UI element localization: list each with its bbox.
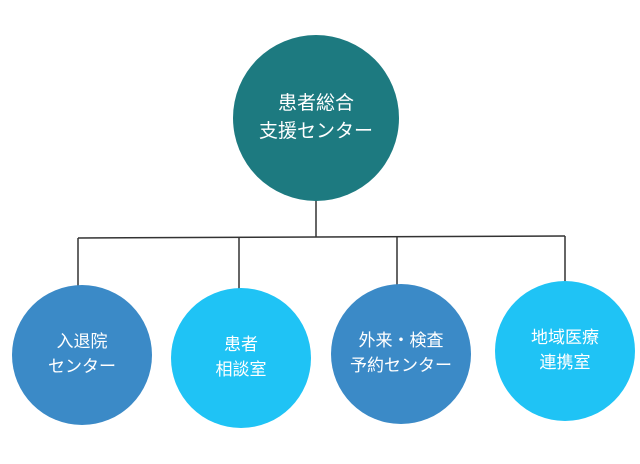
child-label-line2: 連携室: [539, 353, 591, 373]
child-label-line1: 外来・検査: [358, 331, 444, 352]
child-label-line1: 患者: [224, 335, 258, 356]
child-node-2: 患者 相談室: [171, 288, 311, 428]
root-label-line1: 患者総合: [277, 92, 354, 115]
child-node-4: 地域医療 連携室: [495, 281, 635, 421]
horizontal-bus: [77, 235, 566, 239]
child-label-line1: 入退院: [56, 332, 108, 353]
child-label-line2: 相談室: [215, 360, 267, 380]
child-node-1: 入退院 センター: [12, 285, 152, 425]
child-label-line2: センター: [48, 357, 116, 377]
root-node: 患者総合 支援センター: [233, 35, 399, 201]
child-label-line1: 地域医療: [531, 328, 599, 349]
child-node-3: 外来・検査 予約センター: [331, 284, 471, 424]
root-label-line2: 支援センター: [258, 120, 373, 142]
child-label-line2: 予約センター: [350, 356, 452, 376]
